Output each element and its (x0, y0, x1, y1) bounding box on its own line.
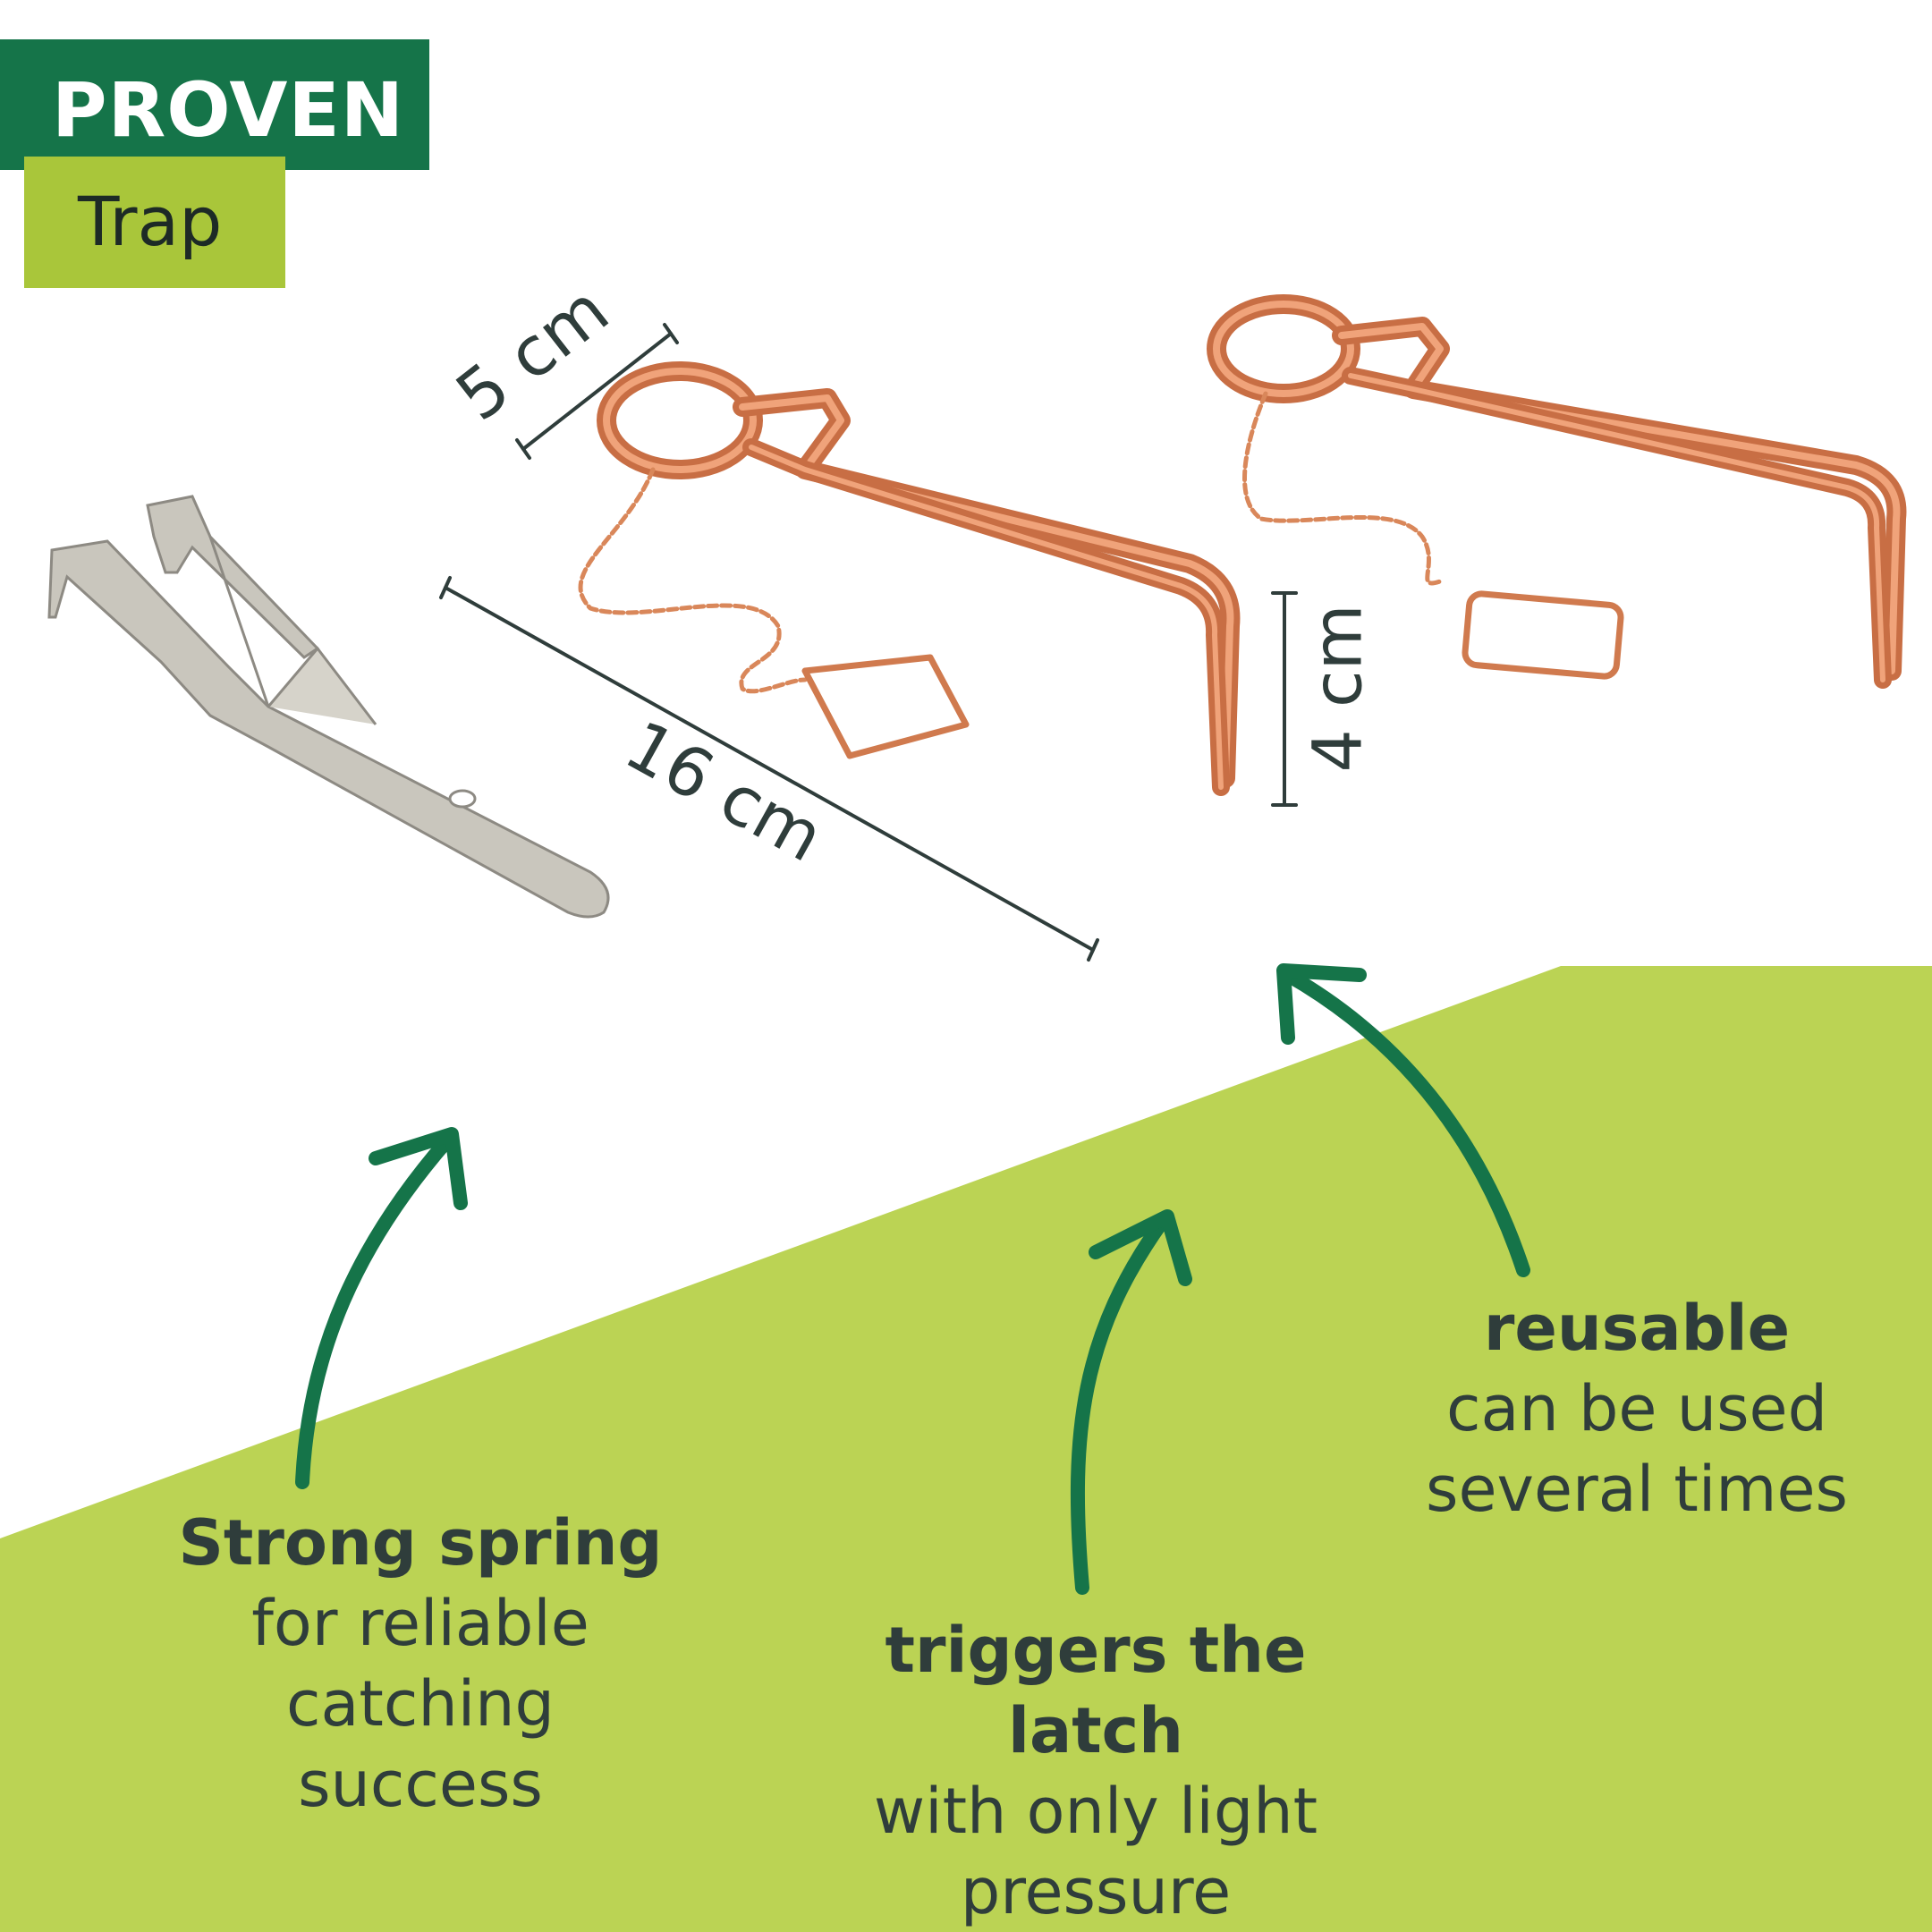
feature-strong-spring: Strong spring for reliable catching succ… (125, 1503, 716, 1825)
curved-arrow-icon (1070, 1209, 1192, 1595)
feature-reusable: reusable can be used several times (1382, 1288, 1892, 1530)
feature-trigger: triggers the latch with only light press… (787, 1610, 1404, 1932)
copper-trap-icon (578, 361, 1241, 796)
feature-line: with only light (873, 1775, 1318, 1848)
feature-line: success (298, 1748, 543, 1821)
copper-trap-icon (1207, 294, 1907, 689)
feature-line: pressure (960, 1855, 1232, 1928)
brand-badge: PROVEN (0, 39, 429, 170)
feature-line: can be used (1445, 1372, 1828, 1445)
curved-arrow-icon (1276, 963, 1530, 1277)
feature-line: for reliable (251, 1587, 589, 1660)
badge-line2: Trap (78, 182, 223, 261)
feature-line: catching (286, 1667, 555, 1741)
feature-title: Strong spring (178, 1506, 663, 1580)
feature-title: triggers the latch (885, 1614, 1307, 1767)
feature-title: reusable (1483, 1292, 1791, 1365)
curved-arrow-icon (295, 1127, 468, 1489)
steel-key-icon (47, 495, 610, 919)
dimension-lines (439, 323, 1298, 962)
badge-line1: PROVEN (52, 66, 405, 154)
brand-badge-sub: Trap (24, 157, 285, 288)
feature-line: several times (1425, 1453, 1849, 1526)
